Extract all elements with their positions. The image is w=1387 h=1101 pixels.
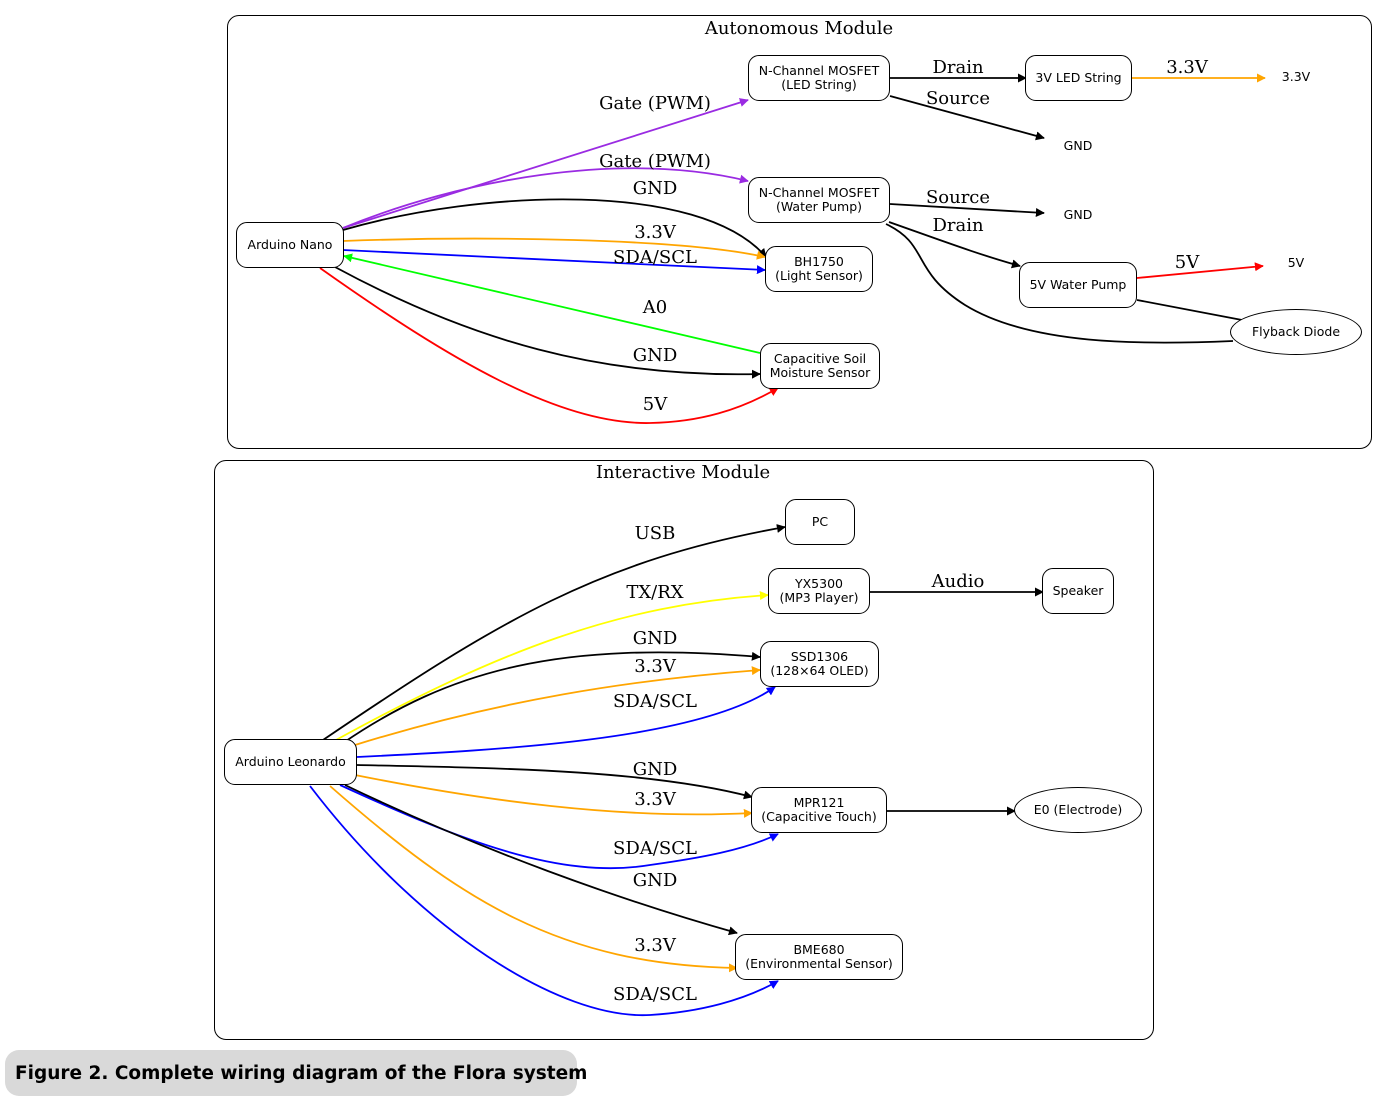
edge-pump-diode bbox=[1136, 299, 1243, 321]
edge-soil-nano-a0 bbox=[343, 253, 761, 354]
label-ssd-33: 3.3V bbox=[634, 656, 677, 677]
node-soil-sensor: Capacitive Soil Moisture Sensor bbox=[760, 343, 880, 389]
edge-leonardo-pc bbox=[322, 523, 786, 741]
edge-nano-mosfet-pump bbox=[342, 167, 749, 229]
node-arduino-leonardo: Arduino Leonardo bbox=[224, 739, 357, 785]
label-nano-bh-33: 3.3V bbox=[634, 222, 677, 243]
label-ssd-sda: SDA/SCL bbox=[613, 691, 697, 712]
edge-leonardo-ssd-gnd bbox=[342, 651, 761, 744]
node-bme680: BME680 (Environmental Sensor) bbox=[735, 934, 903, 980]
label-ssd-gnd: GND bbox=[633, 628, 678, 649]
node-ssd1306: SSD1306 (128×64 OLED) bbox=[760, 641, 879, 687]
node-5v-rail: 5V bbox=[1287, 255, 1305, 270]
node-bh1750: BH1750 (Light Sensor) bbox=[765, 246, 873, 292]
edge-nano-soil-5v bbox=[319, 267, 779, 424]
node-mpr121: MPR121 (Capacitive Touch) bbox=[751, 787, 887, 833]
label-gate2: Gate (PWM) bbox=[599, 151, 711, 172]
label-txrx: TX/RX bbox=[626, 582, 683, 603]
label-pump-drain: Drain bbox=[932, 215, 984, 236]
label-led-33: 3.3V bbox=[1166, 57, 1209, 78]
edge-nano-bh-33 bbox=[342, 237, 766, 260]
node-electrode: E0 (Electrode) bbox=[1014, 787, 1142, 833]
autonomous-module-title: Autonomous Module bbox=[704, 18, 894, 39]
edge-leonardo-bme-33 bbox=[329, 785, 738, 973]
label-nano-bh-sda: SDA/SCL bbox=[613, 247, 697, 268]
label-soil-a0: A0 bbox=[642, 297, 667, 318]
label-bme-sda: SDA/SCL bbox=[613, 984, 697, 1005]
edge-nano-mosfet-led bbox=[342, 98, 749, 229]
label-nano-soil-5v: 5V bbox=[643, 394, 668, 415]
edge-leonardo-ssd-sda bbox=[356, 686, 776, 758]
node-pc: PC bbox=[785, 499, 855, 545]
node-led-string: 3V LED String bbox=[1025, 55, 1132, 101]
label-mpr-gnd: GND bbox=[633, 759, 678, 780]
node-gnd-pump: GND bbox=[1063, 207, 1093, 222]
interactive-module-cluster bbox=[214, 460, 1154, 1040]
edge-leonardo-bme-sda bbox=[309, 785, 779, 1016]
edge-leonardo-ssd-33 bbox=[354, 666, 761, 746]
label-mpr-sda: SDA/SCL bbox=[613, 838, 697, 859]
node-flyback-diode: Flyback Diode bbox=[1230, 309, 1362, 355]
label-nano-bh-gnd: GND bbox=[633, 178, 678, 199]
label-bme-gnd: GND bbox=[633, 870, 678, 891]
label-usb: USB bbox=[635, 523, 676, 544]
label-led-drain: Drain bbox=[932, 57, 984, 78]
label-pump-5v: 5V bbox=[1175, 252, 1200, 273]
edge-leonardo-mpr-sda bbox=[339, 784, 779, 870]
label-led-source: Source bbox=[926, 88, 990, 109]
edge-leonardo-mpr-gnd bbox=[356, 764, 753, 800]
edge-nano-soil-gnd bbox=[334, 266, 761, 379]
label-mpr-33: 3.3V bbox=[634, 789, 677, 810]
edge-mosfet-pump-drain bbox=[888, 221, 1021, 269]
node-yx5300: YX5300 (MP3 Player) bbox=[768, 568, 870, 614]
edge-leonardo-mpr-33 bbox=[354, 774, 753, 818]
node-mosfet-pump: N-Channel MOSFET (Water Pump) bbox=[748, 177, 890, 223]
label-audio: Audio bbox=[931, 571, 985, 592]
label-bme-33: 3.3V bbox=[634, 935, 677, 956]
node-gnd-led: GND bbox=[1063, 138, 1093, 153]
node-water-pump: 5V Water Pump bbox=[1019, 262, 1137, 308]
node-mosfet-led: N-Channel MOSFET (LED String) bbox=[748, 55, 890, 101]
node-arduino-nano: Arduino Nano bbox=[236, 222, 344, 268]
edge-pump-5v bbox=[1136, 262, 1264, 279]
node-speaker: Speaker bbox=[1042, 568, 1114, 614]
edge-mosfet-pump-diode bbox=[885, 223, 1234, 344]
interactive-module-title: Interactive Module bbox=[595, 462, 771, 483]
node-3v3-rail: 3.3V bbox=[1281, 69, 1311, 84]
edge-leonardo-bme-gnd bbox=[344, 784, 738, 936]
edge-mosfet-led-source bbox=[889, 95, 1045, 141]
figure-caption: Figure 2. Complete wiring diagram of the… bbox=[5, 1050, 587, 1096]
edge-mosfet-pump-source bbox=[889, 203, 1045, 218]
edge-nano-bh-sda bbox=[342, 249, 766, 275]
edge-leonardo-yx5300 bbox=[335, 591, 769, 741]
label-gate1: Gate (PWM) bbox=[599, 93, 711, 114]
edge-nano-bh-gnd bbox=[342, 198, 767, 258]
label-pump-source: Source bbox=[926, 187, 990, 208]
autonomous-module-cluster bbox=[227, 15, 1372, 449]
label-nano-soil-gnd: GND bbox=[633, 345, 678, 366]
